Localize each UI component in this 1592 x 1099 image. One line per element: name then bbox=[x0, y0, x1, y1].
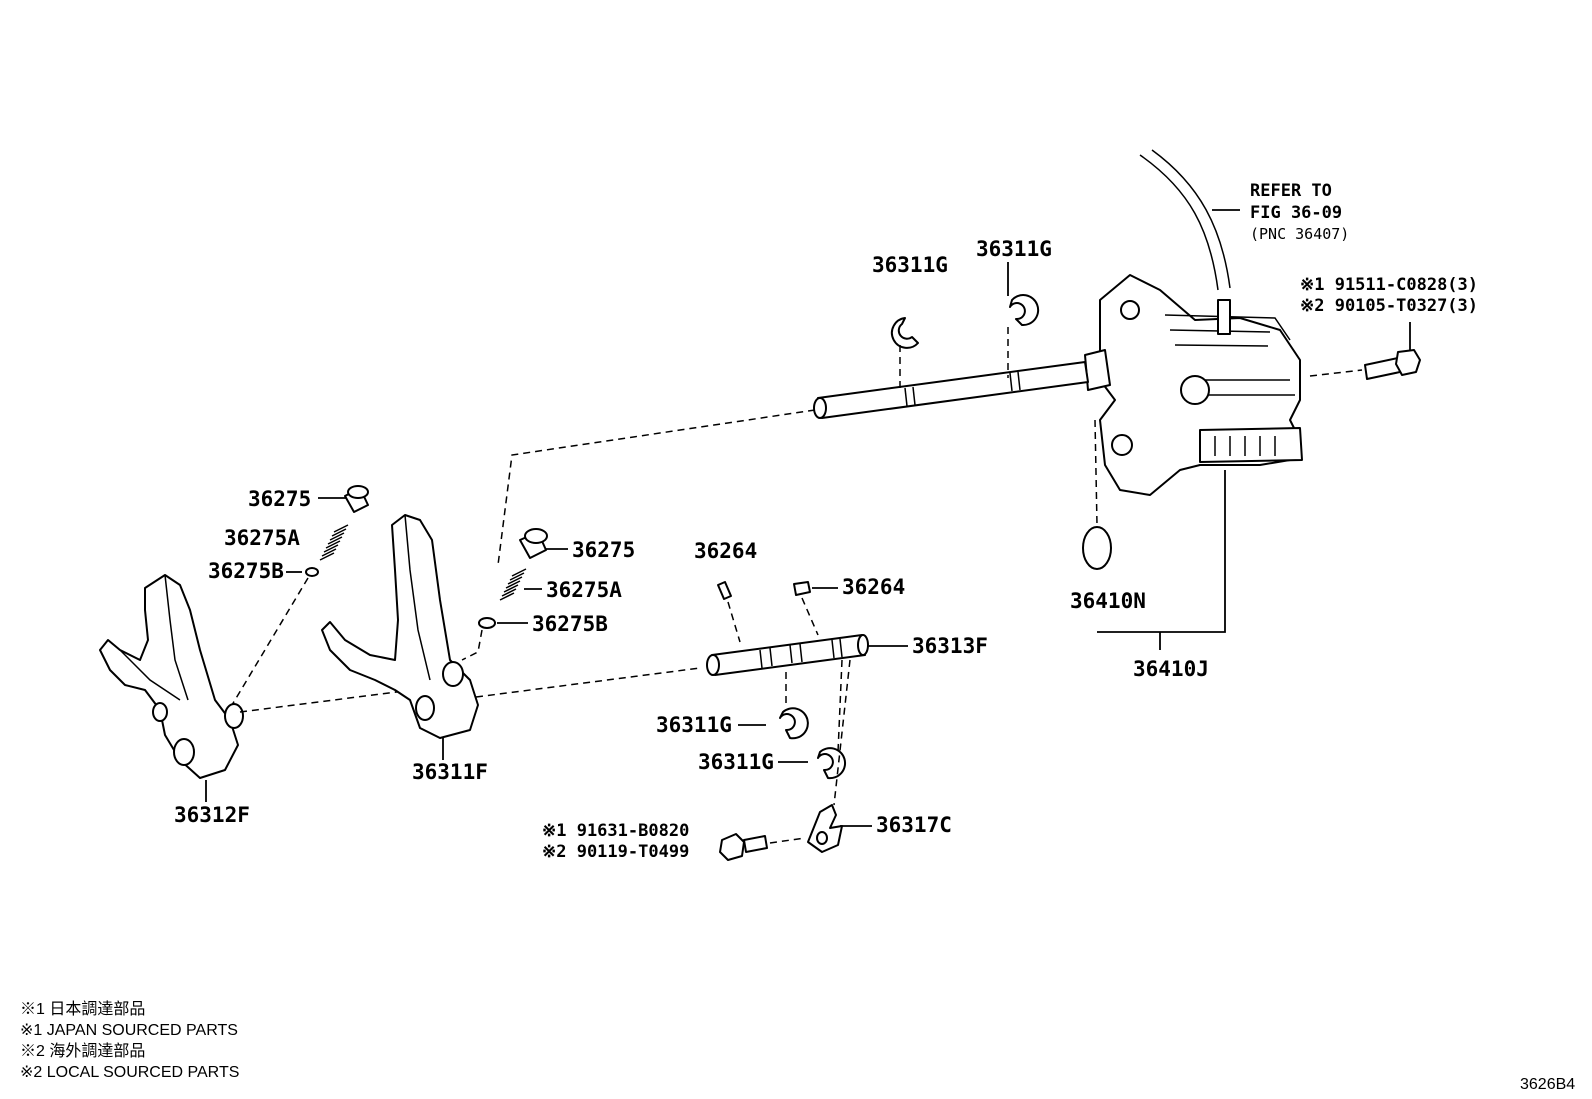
snap-ring-36311g-a bbox=[890, 317, 919, 349]
clip-label-d: 36311G bbox=[698, 750, 774, 774]
shaft-label: 36313F bbox=[912, 634, 988, 658]
note-2: ※1 JAPAN SOURCED PARTS bbox=[20, 1022, 238, 1039]
refer-label-3: (PNC 36407) bbox=[1250, 225, 1349, 243]
shift-control-housing bbox=[1084, 274, 1303, 496]
pin-36264-left bbox=[717, 581, 732, 600]
shift-lever-36317c bbox=[807, 804, 843, 853]
flange-bolt-top bbox=[1364, 349, 1421, 380]
plug-36275-mid bbox=[519, 528, 548, 559]
clip-label-b: 36311G bbox=[976, 237, 1052, 261]
spring-label-left: 36275A bbox=[224, 526, 300, 550]
spring-36275a-left bbox=[319, 524, 349, 561]
note-3: ※2 海外調達部品 bbox=[20, 1042, 145, 1060]
flange-bolt-bottom bbox=[719, 833, 768, 861]
assembly-label: 36410J bbox=[1133, 657, 1209, 681]
snap-ring-36311g-d bbox=[817, 747, 847, 780]
shift-rod bbox=[813, 361, 1089, 419]
o-ring-36410n bbox=[1082, 526, 1112, 570]
bolt-bottom-label-1: ※1 91631-B0820 bbox=[542, 821, 689, 841]
clip-label-c: 36311G bbox=[656, 713, 732, 737]
bolt-top-label-2: ※2 90105-T0327(3) bbox=[1300, 296, 1478, 316]
ball-36275b-mid bbox=[478, 617, 496, 629]
pin-label-right: 36264 bbox=[842, 575, 905, 599]
refer-label-1: REFER TO bbox=[1250, 181, 1332, 201]
ball-label-mid: 36275B bbox=[532, 612, 608, 636]
shift-fork-36312f bbox=[99, 574, 244, 779]
refer-label-2: FIG 36-09 bbox=[1250, 203, 1342, 223]
bolt-bottom-label-2: ※2 90119-T0499 bbox=[542, 842, 689, 862]
plug-36275-left bbox=[344, 485, 369, 513]
lever-label: 36317C bbox=[876, 813, 952, 837]
oring-label: 36410N bbox=[1070, 589, 1146, 613]
ball-36275b-left bbox=[305, 567, 319, 577]
shift-cable bbox=[1139, 149, 1240, 291]
note-1: ※1 日本調達部品 bbox=[20, 1000, 145, 1018]
spring-36275a-mid bbox=[499, 568, 527, 601]
shift-shaft-36313f bbox=[706, 634, 869, 676]
bolt-top-label-1: ※1 91511-C0828(3) bbox=[1300, 275, 1478, 295]
fork-label-mid: 36311F bbox=[412, 760, 488, 784]
plug-label-left: 36275 bbox=[248, 487, 311, 511]
ball-label-left: 36275B bbox=[208, 559, 284, 583]
plug-label-mid: 36275 bbox=[572, 538, 635, 562]
pin-36264-right bbox=[793, 581, 811, 596]
shift-fork-36311f bbox=[321, 514, 479, 739]
spring-label-mid: 36275A bbox=[546, 578, 622, 602]
clip-label-a: 36311G bbox=[872, 253, 948, 277]
fork-label-left: 36312F bbox=[174, 803, 250, 827]
figure-code: 3626B4 bbox=[1520, 1076, 1575, 1093]
pin-label-left: 36264 bbox=[694, 539, 757, 563]
note-4: ※2 LOCAL SOURCED PARTS bbox=[20, 1064, 239, 1081]
snap-ring-36311g-c bbox=[779, 707, 809, 740]
snap-ring-36311g-b bbox=[1009, 294, 1040, 327]
